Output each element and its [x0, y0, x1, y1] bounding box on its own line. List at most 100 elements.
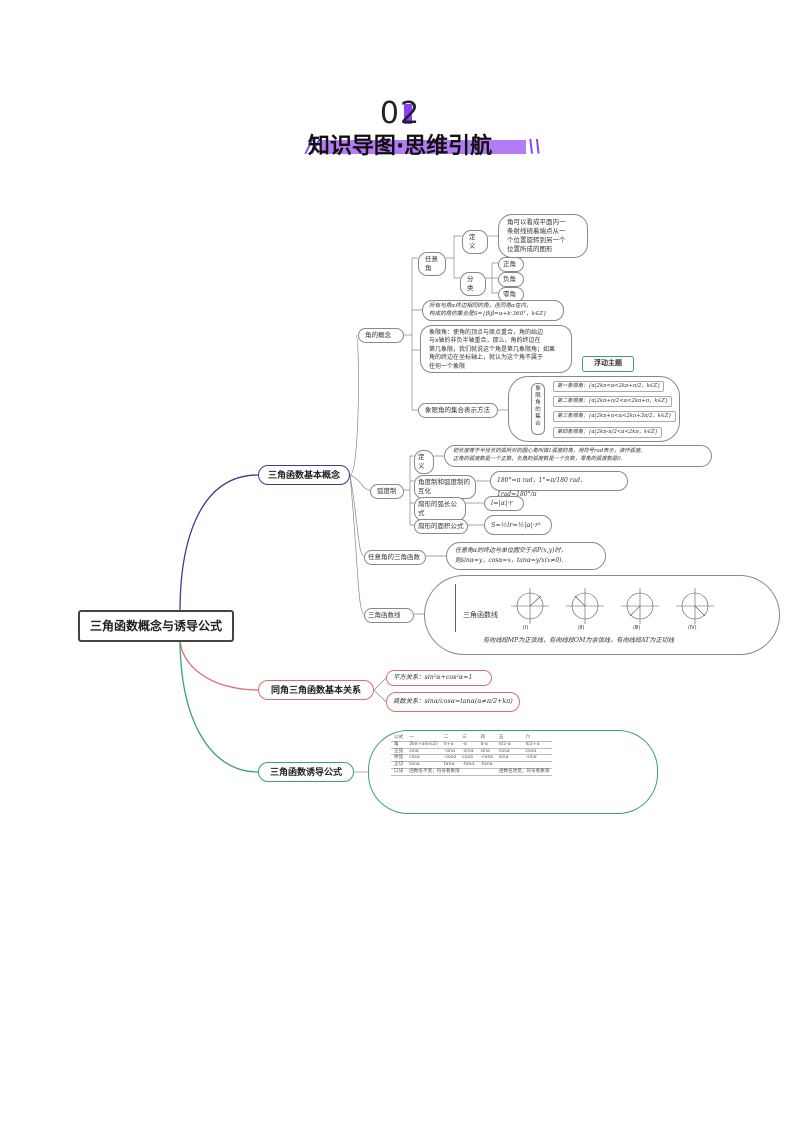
table-cell: -tanα [459, 761, 478, 769]
class-positive[interactable]: 正角 [498, 257, 524, 272]
def-line-2: 条射线绕着端点从一 [507, 227, 566, 235]
float-topic[interactable]: 浮动主题 [582, 356, 634, 372]
fig-label-2: (Ⅱ) [578, 625, 585, 631]
radian-def-line-1: 把长度等于半径长的弧所对的圆心角叫做1弧度的角，用符号rad表示，读作弧度。 [453, 448, 646, 454]
fig-label-1: (Ⅰ) [523, 625, 529, 631]
classification-node[interactable]: 分类 [460, 272, 486, 296]
table-row: 正切 tanα tanα -tanα -tanα [391, 761, 553, 769]
table-cell [522, 761, 553, 769]
table-cell: -cosα [440, 754, 460, 763]
induction-table: 公式 一 二 三 四 五 六 角 2kπ+α(k∈Z) π+α -α π-α π… [391, 735, 553, 776]
table-row: 余弦 cosα -cosα cosα -cosα sinα -sinα [391, 754, 553, 763]
table-cell: sinα [406, 748, 441, 756]
quadrant-line-4: 角的终边在坐标轴上，就认为这个角不属于 [429, 354, 544, 362]
trig-def-line-2: 则sinα=y，cosα=x，tanα=y/x(x≠0). [455, 557, 564, 564]
quadrant-sets-group: 象限角的集合 [531, 383, 545, 435]
table-cell: 一 [406, 735, 441, 742]
trig-lines-inner-label: 三角函数线 [463, 611, 498, 619]
quadrant-sets-node[interactable]: 象限角的集合表示方法 [418, 403, 498, 418]
table-cell: -cosα [477, 754, 496, 763]
trig-def-line-1: 任意角α的终边与单位圆交于点P(x,y)时， [455, 547, 567, 554]
trig-lines-divider [455, 584, 456, 632]
def-line-1: 角可以看成平面内一 [507, 218, 566, 226]
table-cell: 口诀 [391, 768, 407, 776]
trig-definition-text: 任意角α的终边与单位圆交于点P(x,y)时， 则sinα=y，cosα=x，ta… [446, 542, 606, 570]
table-cell: π+α [440, 741, 460, 749]
table-cell [495, 761, 523, 769]
fig-label-3: (Ⅲ) [633, 625, 641, 631]
quadrant-set-4: 第四象限角：{α|2kπ-π/2<α<2kπ，k∈Z} [553, 427, 662, 438]
table-cell: -sinα [459, 748, 478, 756]
table-cell: 角 [391, 741, 407, 749]
radian-definition-node[interactable]: 定义 [414, 450, 434, 474]
fig-label-4: (Ⅳ) [688, 625, 697, 631]
table-cell: 三 [459, 735, 478, 742]
quadrant-angle-text: 象限角：使角的顶点与原点重合，角的始边 与x轴的非负半轴重合，那么，角的终边在 … [420, 325, 572, 373]
root-topic[interactable]: 三角函数概念与诱导公式 [78, 610, 234, 642]
table-cell: cosα [495, 748, 523, 756]
quadrant-sets-box: 象限角的集合 第一象限角：{α|2kπ<α<2kπ+π/2，k∈Z} 第二象限角… [508, 376, 680, 442]
table-cell: 公式 [391, 735, 407, 742]
induction-table-box: 公式 一 二 三 四 五 六 角 2kπ+α(k∈Z) π+α -α π-α π… [368, 730, 658, 814]
table-cell: 函数名不变，符号看象限 [406, 768, 496, 776]
quadrant-line-3: 第几象限，我们就说这个角是第几象限角；如果 [429, 345, 556, 353]
radian-definition-text: 把长度等于半径长的弧所对的圆心角叫做1弧度的角，用符号rad表示，读作弧度。 正… [444, 445, 712, 467]
left-slash-decoration: // [306, 136, 320, 157]
header-number-accent [404, 104, 412, 124]
terminal-line-2: 构成的角的集合是S={β|β=α+k·360°，k∈Z} [429, 311, 547, 317]
header-title-highlight [322, 140, 526, 154]
branch-same-angle-relations[interactable]: 同角三角函数基本关系 [258, 680, 374, 700]
table-cell: 正切 [391, 761, 407, 769]
radian-def-line-2: 正角的弧度数是一个正数，负角的弧度数是一个负数，零角的弧度数是0. [453, 456, 623, 462]
any-angle-node[interactable]: 任意角 [418, 252, 446, 276]
table-cell: 二 [440, 735, 460, 742]
quadrant-line-5: 任何一个象限 [429, 362, 466, 370]
header-number: 02 [379, 96, 421, 131]
table-cell: 四 [477, 735, 496, 742]
angle-concept-node[interactable]: 角的概念 [358, 328, 404, 343]
arc-length-node[interactable]: 扇形的弧长公式 [414, 497, 466, 521]
table-cell: 五 [495, 735, 523, 742]
def-line-3: 个位置旋转到另一个 [507, 236, 566, 244]
table-cell: sinα [495, 754, 523, 763]
table-row: 角 2kπ+α(k∈Z) π+α -α π-α π/2-α π/2+α [391, 741, 553, 749]
table-cell: cosα [522, 748, 553, 756]
square-relation: 平方关系：sin²α+cos²α=1 [386, 670, 492, 686]
table-cell: 2kπ+α(k∈Z) [406, 741, 441, 749]
table-cell: cosα [406, 754, 441, 763]
definition-node[interactable]: 定义 [462, 230, 488, 254]
radian-node[interactable]: 弧度制 [370, 484, 404, 499]
table-cell: π/2+α [522, 741, 553, 749]
terminal-side-text: 所有与角α终边相同的角，连同角α在内， 构成的角的集合是S={β|β=α+k·3… [422, 300, 564, 321]
table-cell: sinα [477, 748, 496, 756]
quadrant-set-1: 第一象限角：{α|2kπ<α<2kπ+π/2，k∈Z} [553, 381, 665, 392]
def-line-4: 位置所成的图形 [507, 245, 553, 253]
table-row: 正弦 sinα -sinα -sinα sinα cosα cosα [391, 748, 553, 756]
table-cell: π/2-α [495, 741, 523, 749]
table-cell: -sinα [440, 748, 460, 756]
table-header-row: 公式 一 二 三 四 五 六 [391, 735, 553, 742]
class-negative[interactable]: 负角 [498, 272, 524, 287]
quadrant-set-2: 第二象限角：{α|2kπ+π/2<α<2kπ+π，k∈Z} [553, 396, 673, 407]
table-cell: 正弦 [391, 748, 407, 756]
table-cell: tanα [440, 761, 460, 769]
table-row: 口诀 函数名不变，符号看象限 函数名改变，符号看象限 [391, 768, 553, 776]
table-cell: 余弦 [391, 754, 407, 763]
table-cell: -sinα [522, 754, 553, 763]
conversion-node[interactable]: 角度制和弧度制的互化 [414, 475, 476, 499]
branch-induction-formulas[interactable]: 三角函数诱导公式 [258, 762, 354, 782]
trig-lines-figures [511, 588, 714, 624]
trig-lines-text: 有向线段MP为正弦线，有向线段OM为余弦线，有向线段AT为正切线 [483, 637, 675, 644]
trig-definition-node[interactable]: 任意角的三角函数 [364, 550, 426, 565]
trig-lines-node[interactable]: 三角函数线 [364, 608, 414, 623]
table-cell: cosα [459, 754, 478, 763]
right-slash-decoration: \\ [528, 136, 542, 157]
conversion-text: 180°=π rad，1°=π/180 rad，1rad=180°/π [490, 471, 628, 498]
table-cell: π-α [477, 741, 496, 749]
table-cell: tanα [406, 761, 441, 769]
branch-basic-concepts[interactable]: 三角函数基本概念 [258, 465, 350, 485]
sector-area-node[interactable]: 扇形的面积公式 [414, 519, 468, 534]
arc-length-text: l=|α|·r [484, 496, 524, 511]
trig-lines-box: 三角函数线 (Ⅰ) (Ⅱ) (Ⅲ) (Ⅳ) 有向线段MP为正弦线，有向线段OM为… [424, 575, 780, 655]
